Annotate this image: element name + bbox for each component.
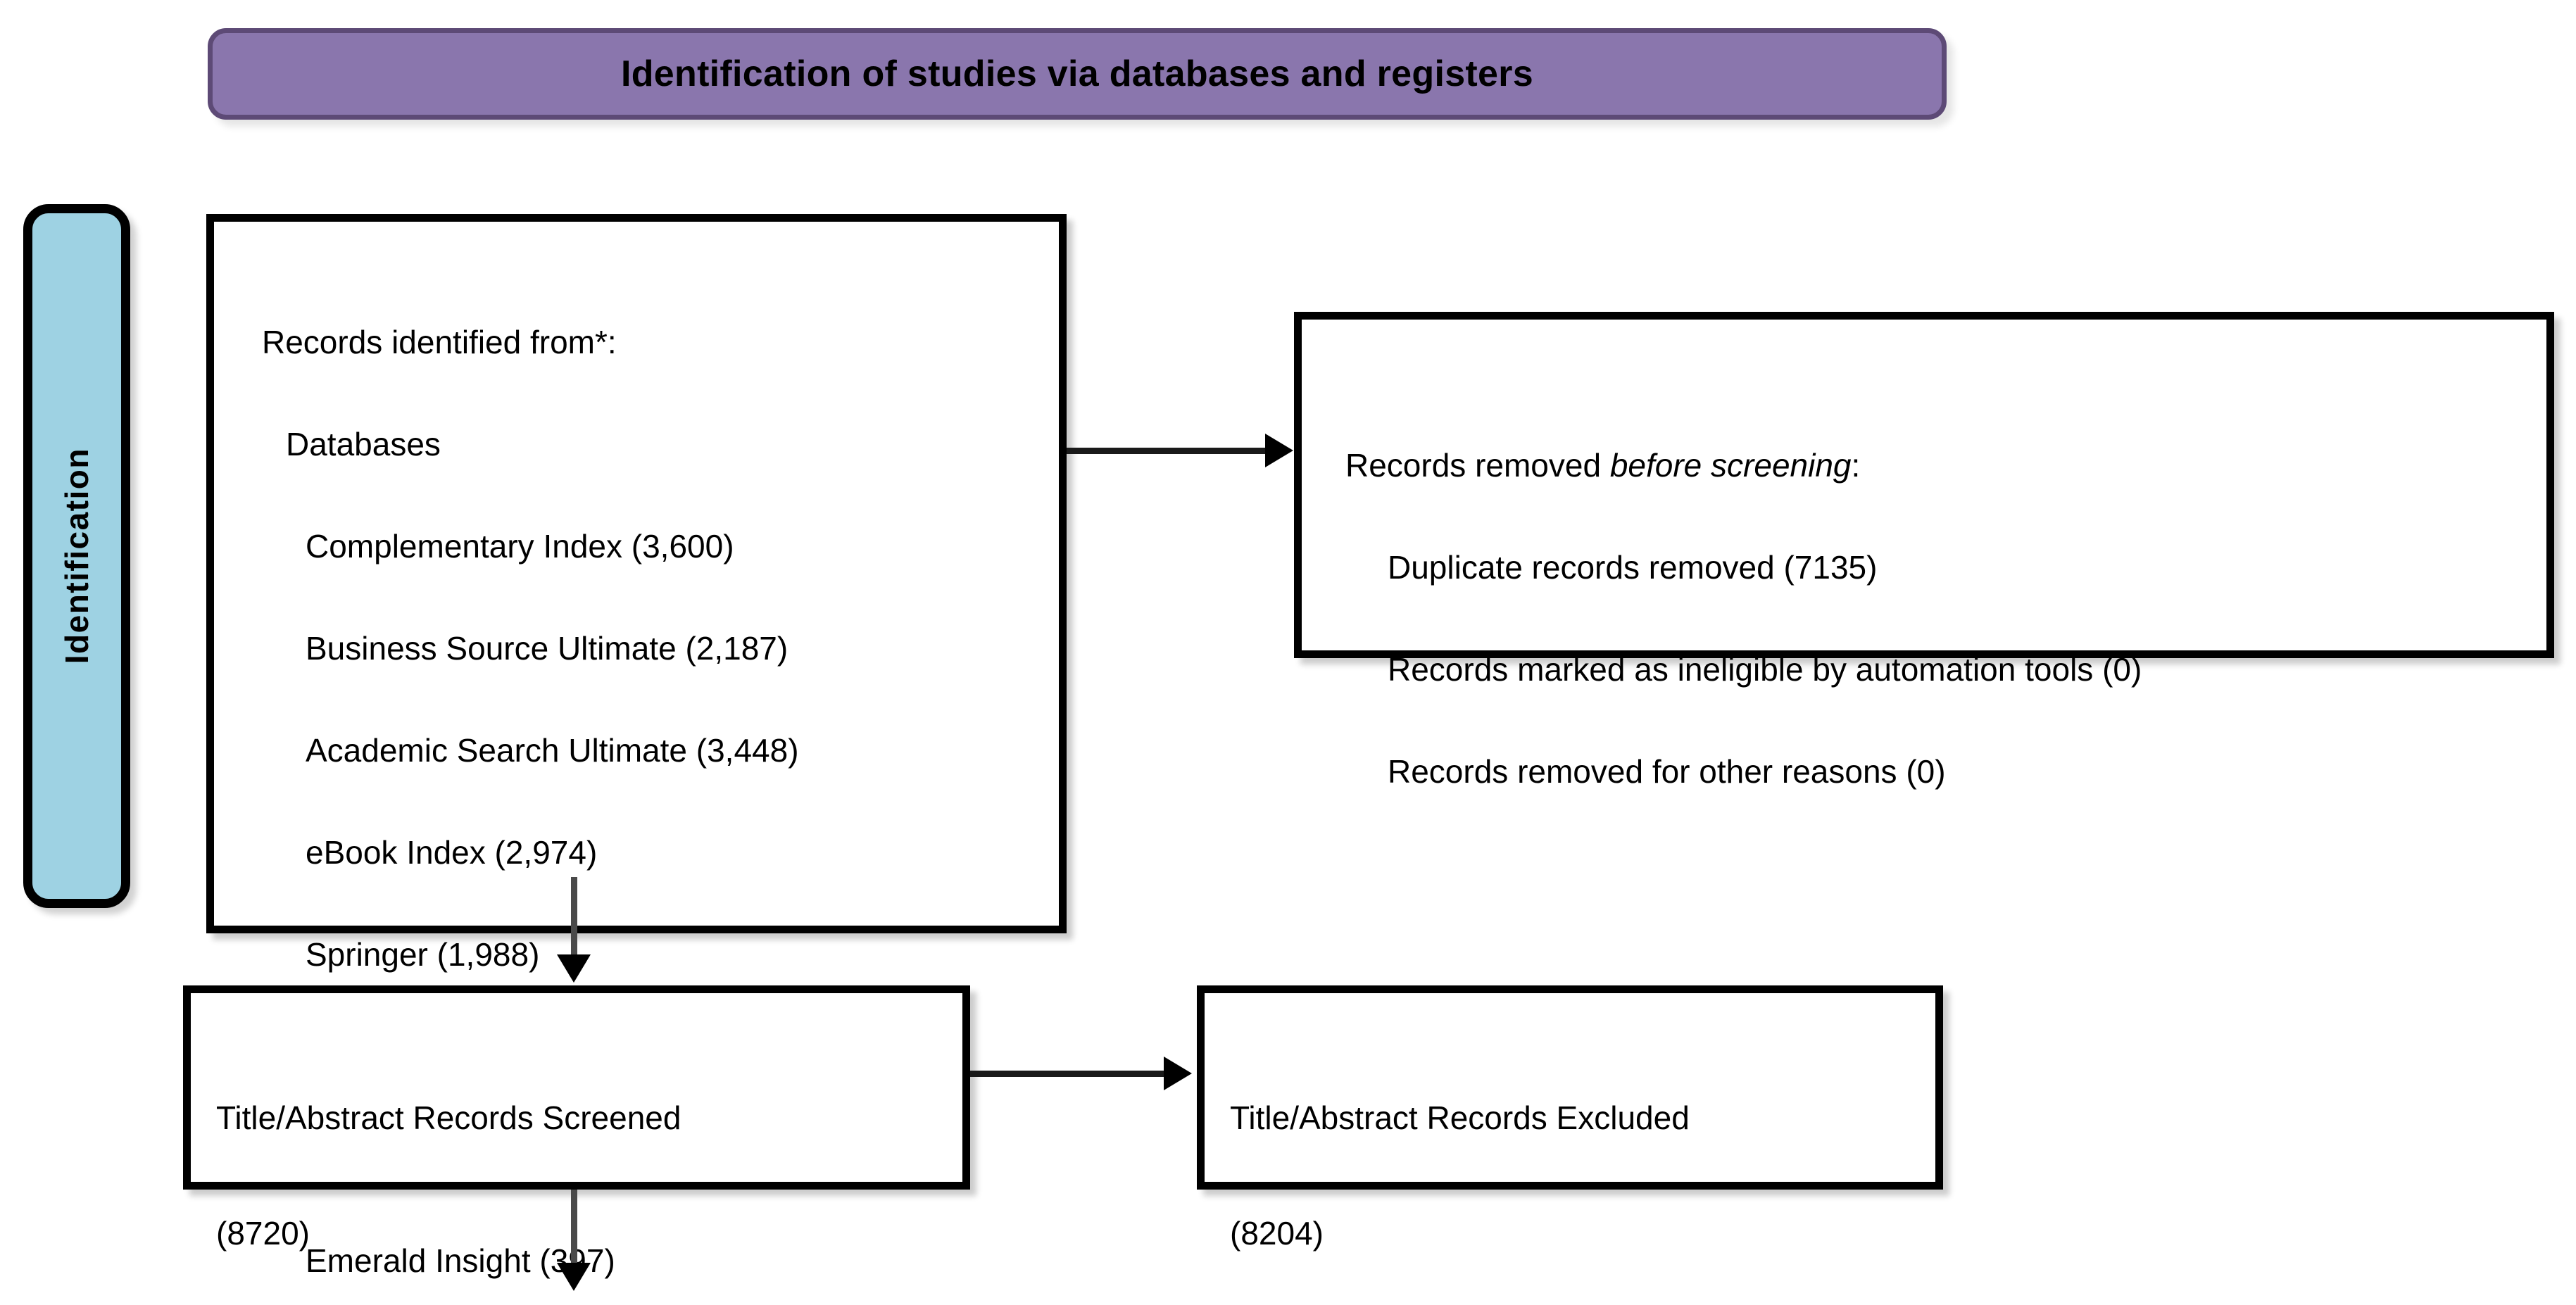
phase-header-title: Identification of studies via databases …: [620, 53, 1534, 94]
records-screened-count: (8720): [216, 1215, 310, 1252]
source-line: Complementary Index (3,600): [306, 528, 734, 565]
records-excluded-count: (8204): [1230, 1215, 1324, 1252]
records-removed-heading-suffix: :: [1851, 447, 1861, 484]
records-excluded-label: Title/Abstract Records Excluded: [1230, 1099, 1690, 1136]
records-identified-group-label: Databases: [286, 426, 441, 462]
connector-identified-to-screened-line: [571, 877, 577, 960]
arrow-down-icon: [557, 1263, 591, 1291]
records-screened-text: Title/Abstract Records Screened (8720): [191, 993, 962, 1305]
source-line: Springer (1,988): [306, 936, 540, 973]
box-records-screened: Title/Abstract Records Screened (8720): [183, 985, 970, 1249]
records-removed-heading-italic: before screening: [1609, 447, 1852, 484]
stage-label-text: Identification: [58, 448, 95, 664]
arrow-right-icon: [1265, 434, 1293, 467]
box-records-excluded: Title/Abstract Records Excluded (8204): [1197, 985, 1943, 1249]
connector-identified-to-removed-line: [1067, 448, 1271, 454]
arrow-right-icon: [1164, 1057, 1192, 1090]
removal-reason-line: Records removed for other reasons (0): [1388, 753, 1946, 790]
arrow-down-icon: [557, 954, 591, 983]
source-line: Academic Search Ultimate (3,448): [306, 732, 799, 769]
box-records-removed: Records removed before screening: Duplic…: [1294, 312, 2554, 788]
removal-reason-line: Records marked as ineligible by automati…: [1388, 651, 2142, 688]
removal-reason-line: Duplicate records removed (7135): [1388, 549, 1878, 586]
records-screened-label: Title/Abstract Records Screened: [216, 1099, 681, 1136]
records-removed-heading-prefix: Records removed: [1345, 447, 1610, 484]
connector-screened-to-next-line: [571, 1190, 577, 1268]
records-removed-heading: Records removed before screening:: [1345, 449, 2546, 486]
records-identified-heading: Records identified from*:: [262, 324, 617, 360]
source-line: Business Source Ultimate (2,187): [306, 630, 788, 667]
box-records-identified: Records identified from*: Databases Comp…: [206, 214, 1067, 1277]
connector-screened-to-excluded-line: [970, 1071, 1169, 1077]
records-removed-text: Records removed before screening: Duplic…: [1302, 320, 2546, 857]
stage-label-identification: Identification: [23, 204, 130, 908]
source-line: eBook Index (2,974): [306, 834, 598, 871]
phase-header-banner: Identification of studies via databases …: [208, 28, 1947, 120]
records-excluded-text: Title/Abstract Records Excluded (8204): [1205, 993, 1935, 1305]
